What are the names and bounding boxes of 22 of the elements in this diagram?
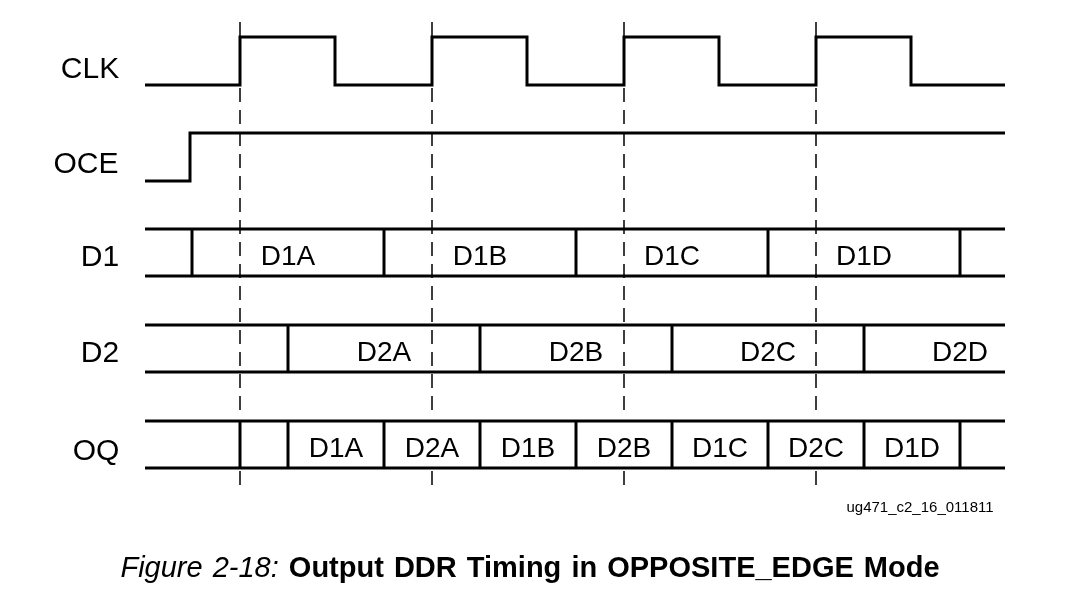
bus-value: D2D	[932, 338, 988, 366]
bus-value: D1A	[260, 242, 316, 270]
signal-name: D1	[80, 241, 120, 271]
bus-value: D1D	[884, 434, 940, 462]
figure-id: ug471_c2_16_011811	[846, 498, 994, 514]
bus-value: D2C	[740, 338, 796, 366]
bus-value: D2A	[356, 338, 412, 366]
bus-value: D2C	[788, 434, 844, 462]
signal-name: OQ	[72, 435, 120, 465]
bus-value: D1B	[500, 434, 556, 462]
bus-value: D1A	[308, 434, 364, 462]
bus-value: D2A	[404, 434, 460, 462]
bus-value: D1D	[836, 242, 892, 270]
bus-value: D1C	[644, 242, 700, 270]
signal-name: CLK	[60, 53, 120, 83]
bus-value: D2B	[548, 338, 604, 366]
signal-name: OCE	[53, 148, 119, 178]
bus-value: D1B	[452, 242, 508, 270]
signal-name: D2	[80, 337, 120, 367]
bus-value: D2B	[596, 434, 652, 462]
bus-value: D1C	[692, 434, 748, 462]
figure-caption: Figure 2-18: Output DDR Timing in OPPOSITE_EDGE Mode	[120, 552, 940, 582]
